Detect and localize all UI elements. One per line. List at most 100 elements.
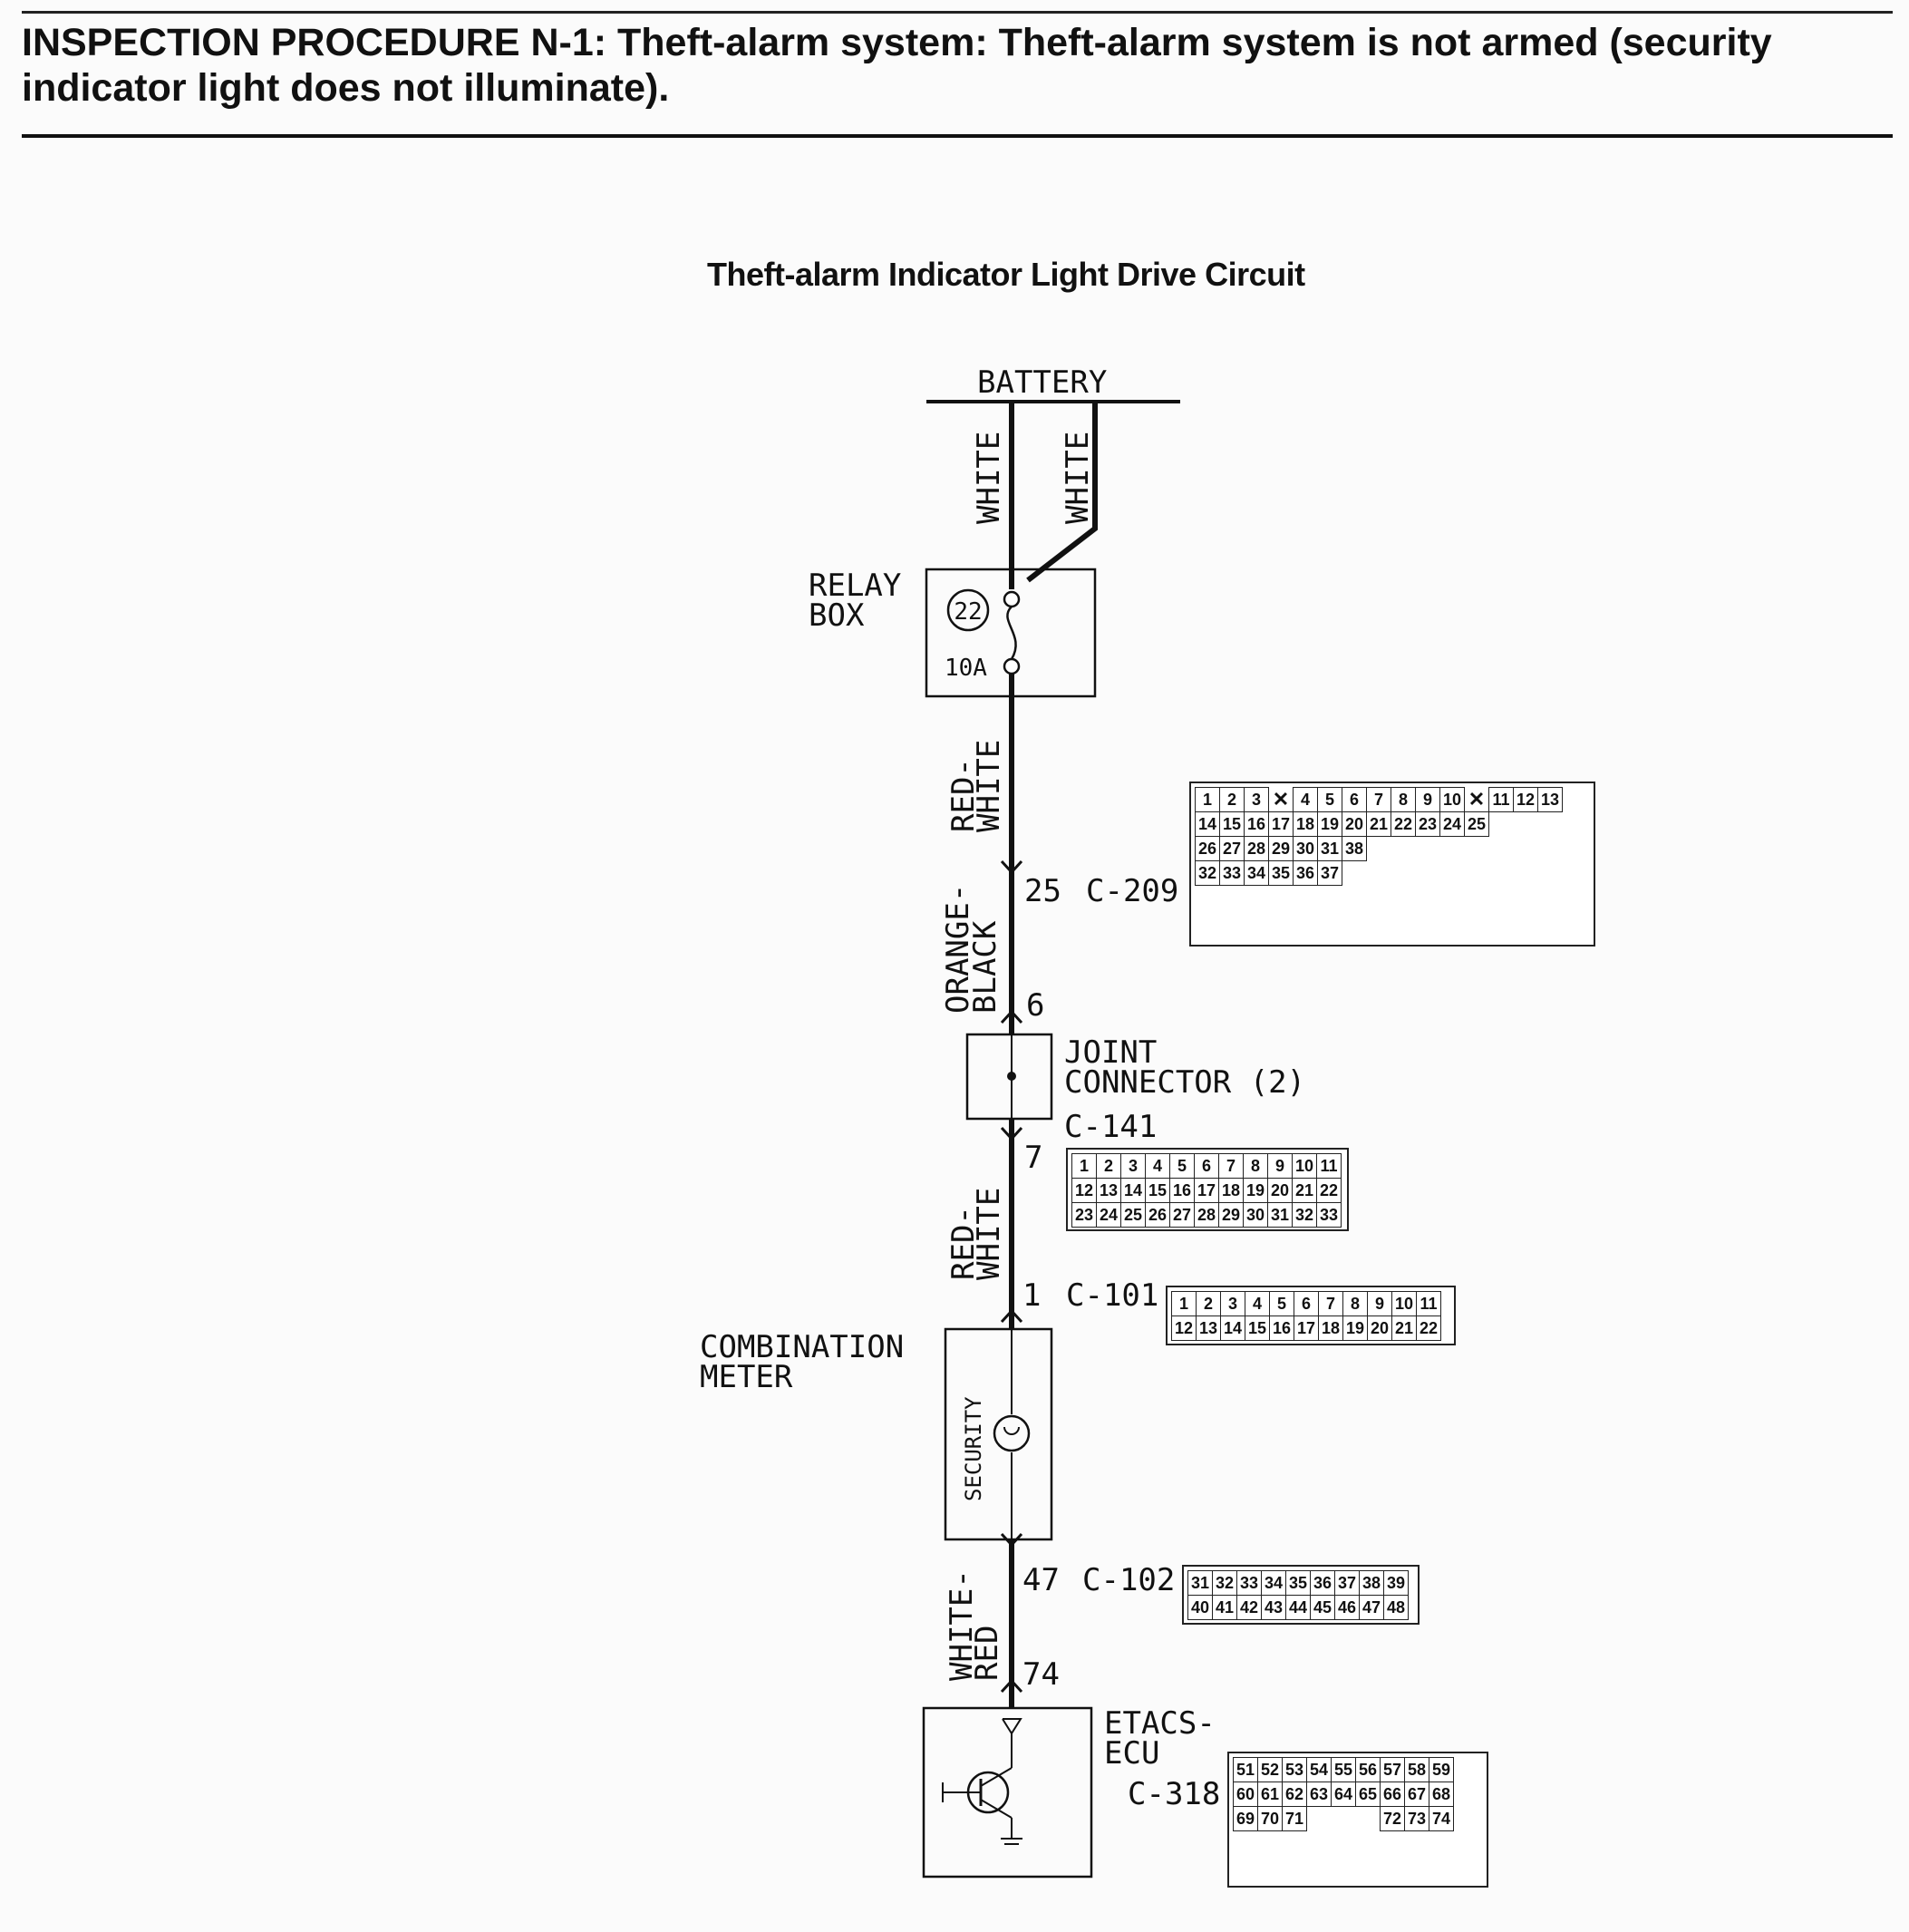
connector-pin: 10 [1292,1153,1317,1179]
connector-pin: 45 [1310,1595,1335,1620]
connector-pin: 32 [1292,1202,1317,1228]
wire-label-red-white-1b: WHITE [971,740,1007,832]
connector-pin: 3 [1244,787,1269,812]
connector-pin: 34 [1244,860,1269,886]
wire-label-red-white-2b: WHITE [971,1188,1007,1280]
top-rule [22,11,1893,14]
connector-pin: 4 [1145,1153,1170,1179]
connector-pin: 44 [1285,1595,1311,1620]
connector-pin: ✕ [1468,787,1486,811]
fuse-number: 22 [954,598,982,626]
connector-pin: 32 [1212,1570,1237,1596]
connector-pin: 10 [1439,787,1465,812]
connector-pin: 34 [1261,1570,1286,1596]
pin-6: 6 [1026,987,1044,1024]
connector-pin: 4 [1293,787,1318,812]
connector-pin: 7 [1218,1153,1244,1179]
connector-pin: 28 [1244,836,1269,861]
connector-pin: 24 [1439,811,1465,837]
connector-pin: 23 [1071,1202,1097,1228]
connector-pin: 17 [1268,811,1294,837]
connector-pin: 20 [1342,811,1367,837]
connector-pin: 26 [1195,836,1220,861]
connector-pin: 21 [1391,1316,1417,1341]
connector-pin: 28 [1194,1202,1219,1228]
connector-pin: 68 [1429,1782,1454,1807]
connector-pin: 16 [1169,1178,1195,1203]
security-lamp-icon [993,1414,1031,1452]
battery-label: BATTERY [977,364,1107,401]
connector-pin: 43 [1261,1595,1286,1620]
connector-pin: 23 [1415,811,1440,837]
connector-pin: 64 [1331,1782,1356,1807]
connector-pin: 72 [1380,1806,1405,1831]
connector-pin: 36 [1310,1570,1335,1596]
combination-meter-label-2: METER [700,1359,793,1395]
connector-pin: 63 [1306,1782,1332,1807]
connector-pin: 38 [1342,836,1367,861]
connector-pin: 40 [1187,1595,1213,1620]
joint-connector-label-1: JOINT [1064,1034,1157,1071]
connector-pin: 7 [1366,787,1391,812]
connector-pin: 15 [1145,1178,1170,1203]
etacs-ecu-label-1: ETACS- [1104,1705,1216,1742]
connector-c209-label: C-209 [1086,873,1178,909]
security-indicator-label: SECURITY [961,1396,986,1501]
connector-pin: 11 [1416,1291,1441,1316]
connector-pin: 52 [1257,1757,1283,1782]
connector-pin: 14 [1120,1178,1146,1203]
fuse-number-circle [946,588,990,632]
connector-pin: 65 [1355,1782,1381,1807]
connector-pin: 5 [1169,1153,1195,1179]
connector-pin: 62 [1282,1782,1307,1807]
connector-pin: 8 [1391,787,1416,812]
connector-pin: 21 [1366,811,1391,837]
connector-pin: 16 [1244,811,1269,837]
connector-c102-label: C-102 [1082,1562,1175,1598]
connector-pin: 3 [1120,1153,1146,1179]
connector-pin: 35 [1285,1570,1311,1596]
connector-pin: 55 [1331,1757,1356,1782]
connector-pin: 42 [1236,1595,1262,1620]
connector-pin: 30 [1293,836,1318,861]
connector-pin: 15 [1245,1316,1270,1341]
combination-meter-label-1: COMBINATION [700,1329,904,1365]
connector-pin: 38 [1359,1570,1384,1596]
connector-pin: 8 [1243,1153,1268,1179]
connector-pin: 9 [1267,1153,1293,1179]
connector-pin [1332,1807,1356,1831]
connector-pin: 1 [1195,787,1220,812]
connector-pin: 37 [1334,1570,1360,1596]
connector-pin: 6 [1194,1153,1219,1179]
connector-pin: 19 [1342,1316,1368,1341]
connector-pin: 33 [1236,1570,1262,1596]
connector-pin: 6 [1342,787,1367,812]
connector-pin [1307,1807,1332,1831]
joint-connector-label-2: CONNECTOR (2) [1064,1064,1305,1101]
connector-pin: 11 [1488,787,1514,812]
connector-pin: 31 [1187,1570,1213,1596]
relay-box-label-2: BOX [809,597,865,634]
connector-pin: 16 [1269,1316,1294,1341]
connector-pin: 33 [1316,1202,1342,1228]
connector-pin: 27 [1219,836,1245,861]
connector-pin: 12 [1171,1316,1197,1341]
connector-pin: 18 [1293,811,1318,837]
combination-meter-box [944,1327,1053,1541]
connector-pin: 22 [1391,811,1416,837]
connector-pin: 24 [1096,1202,1121,1228]
connector-pin: 60 [1233,1782,1258,1807]
connector-pin: 14 [1220,1316,1245,1341]
connector-pin: 17 [1294,1316,1319,1341]
connector-pin: 31 [1317,836,1342,861]
etacs-ecu-box [922,1706,1093,1879]
connector-pin: 29 [1218,1202,1244,1228]
connector-pin: 18 [1218,1178,1244,1203]
connector-pin: 54 [1306,1757,1332,1782]
connector-pin: 6 [1294,1291,1319,1316]
connector-pin: 22 [1316,1178,1342,1203]
connector-pin: 9 [1367,1291,1392,1316]
connector-pin: 17 [1194,1178,1219,1203]
